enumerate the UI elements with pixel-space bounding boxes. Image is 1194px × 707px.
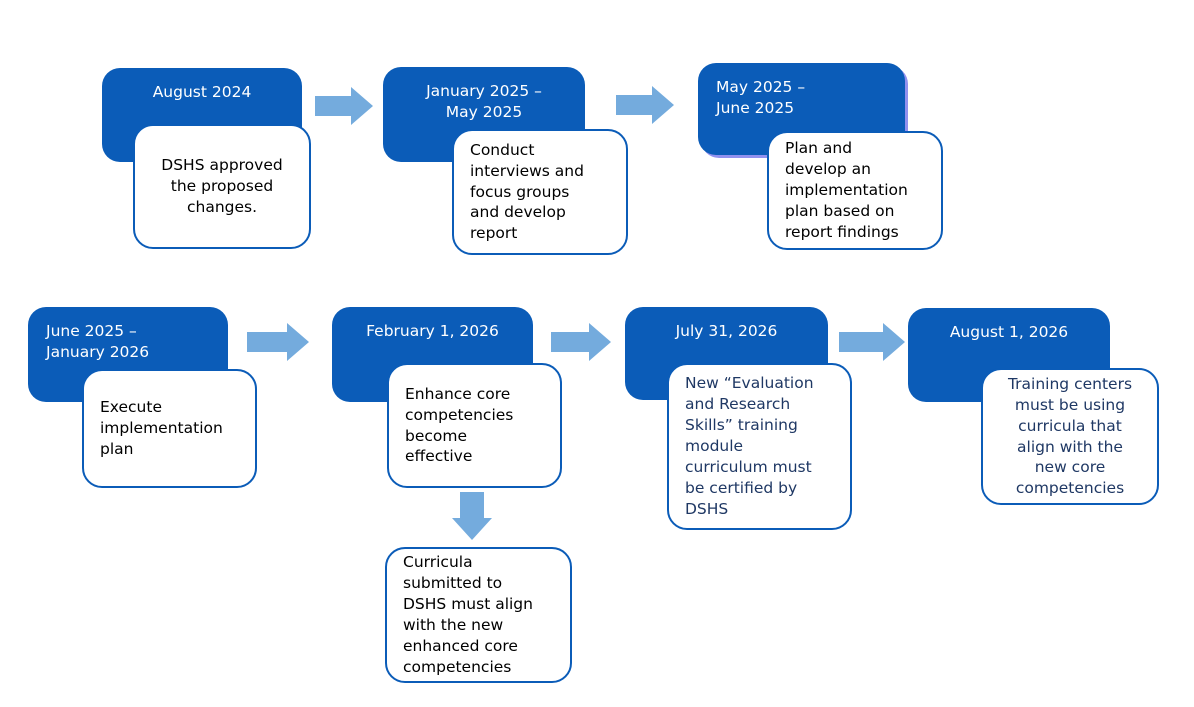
milestone-desc-may-2025: Plan and develop an implementation plan … bbox=[767, 131, 943, 250]
milestone-desc-august-2024: DSHS approved the proposed changes. bbox=[133, 124, 311, 249]
right-arrow-icon bbox=[616, 86, 674, 124]
right-arrow-icon bbox=[551, 323, 611, 361]
milestone-desc-june-2025: Execute implementation plan bbox=[82, 369, 257, 488]
milestone-desc-january-2025: Conduct interviews and focus groups and … bbox=[452, 129, 628, 255]
right-arrow-icon bbox=[839, 323, 905, 361]
right-arrow-icon bbox=[315, 87, 373, 125]
down-arrow-icon bbox=[452, 492, 492, 540]
right-arrow-icon bbox=[247, 323, 309, 361]
milestone-desc-august-2026: Training centers must be using curricula… bbox=[981, 368, 1159, 505]
milestone-desc-july-2026: New “Evaluation and Research Skills” tra… bbox=[667, 363, 852, 530]
milestone-desc-february-2026: Enhance core competencies become effecti… bbox=[387, 363, 562, 488]
milestone-desc-curricula-submitted: Curricula submitted to DSHS must align w… bbox=[385, 547, 572, 683]
